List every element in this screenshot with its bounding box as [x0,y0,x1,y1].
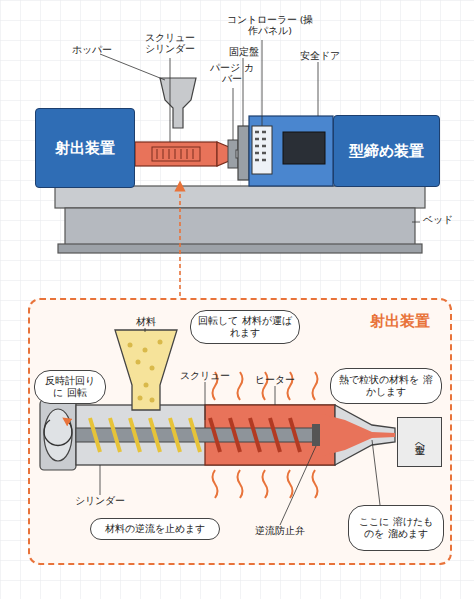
node-text: 反時計回りに 回転 [41,375,99,399]
node-text: 材料の逆流を止めます [105,523,205,535]
detail-panel: 射出装置 回転して 材料が運ばれます反時計回りに 回転 熱で粒状の材料を 溶かします… [28,298,452,565]
machine-unit-box: 射出装置 [35,108,135,188]
callout-bubble: 回転して 材料が運ばれます [190,310,300,344]
callout-bubble: 材料の逆流を止めます [90,518,220,540]
part-label: コントローラー (操作パネル) [225,14,315,37]
part-label: パージ カバー [208,62,256,85]
part-label: スクリュー シリンダー [140,32,200,55]
node-text: 金型へ [413,437,427,448]
part-label: ヒーター [250,374,300,385]
part-label: 材料 [128,316,164,327]
part-label: シリンダー [72,495,128,506]
node-text: 射出装置 [55,139,115,158]
node-text: ここに 溶けたものを 溜めます [355,516,437,540]
machine-unit-box: 型締め装置 [333,115,440,187]
node-text: 回転して 材料が運ばれます [197,315,293,339]
part-label: 固定盤 [226,46,262,57]
part-label: ベッド [418,214,458,225]
part-label: 安全ドア [300,50,340,61]
panel-title: 射出装置 [370,312,430,331]
callout-bubble: ここに 溶けたものを 溜めます [348,505,444,551]
part-label: ホッパー [62,44,122,55]
part-label: スクリュー [175,370,235,381]
callout-bubble: 熱で粒状の材料を 溶かします [330,368,442,404]
callout-bubble: 反時計回りに 回転 [34,370,106,404]
mold-box: 金型へ [397,417,442,467]
node-text: 型締め装置 [349,142,424,161]
part-label: 逆流防止弁 [245,525,315,536]
node-text: 熱で粒状の材料を 溶かします [337,374,435,398]
